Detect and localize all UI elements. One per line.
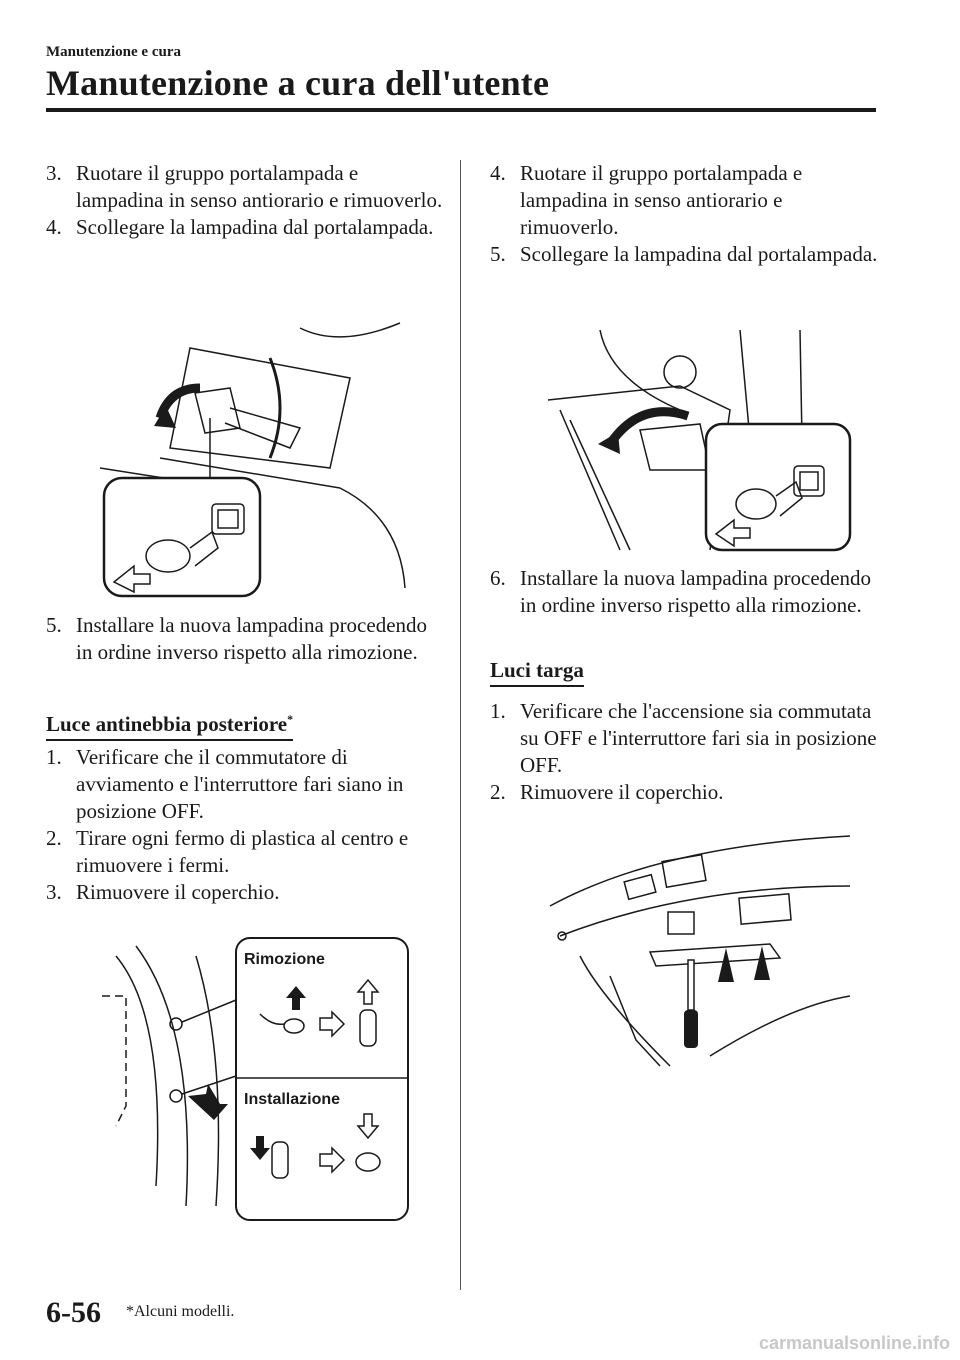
push-in-icon — [356, 1113, 380, 1140]
page-title: Manutenzione a cura dell'utente — [46, 63, 550, 103]
list-item: 4.Ruotare il gruppo portalampada e lampa… — [490, 161, 803, 239]
removal-label: Rimozione — [244, 951, 325, 968]
screwdriver-icon — [684, 1010, 698, 1048]
fog-steps: 1.Verificare che il commutatore di avvia… — [46, 744, 446, 906]
arrow-right-icon — [319, 1010, 346, 1038]
list-item: 6.Installare la nuova lampadina proceden… — [490, 566, 872, 617]
column-divider — [460, 160, 461, 1290]
list-item: 3.Ruotare il gruppo portalampada e lampa… — [46, 161, 443, 212]
plate-steps: 1.Verificare che l'accensione sia commut… — [490, 698, 880, 806]
list-item: 1.Verificare che il commutatore di avvia… — [46, 745, 404, 823]
list-item: 5.Scollegare la lampadina dal portalampa… — [490, 242, 878, 266]
license-plate-cover-figure — [549, 835, 851, 1067]
clip-removal-figure: Rimozione Installazione — [102, 937, 409, 1221]
list-item: 1.Verificare che l'accensione sia commut… — [490, 699, 877, 777]
page-number: 6-56 — [46, 1296, 101, 1329]
bulb-socket-figure-left — [100, 322, 406, 598]
list-item: 4.Scollegare la lampadina dal portalampa… — [46, 215, 434, 239]
list-item: 3.Rimuovere il coperchio. — [46, 880, 280, 904]
right-steps-a: 4.Ruotare il gruppo portalampada e lampa… — [490, 160, 880, 268]
watermark: carmanualsonline.info — [758, 1333, 950, 1353]
title-rule — [46, 108, 876, 112]
list-item: 2.Rimuovere il coperchio. — [490, 780, 724, 804]
arrow-up-icon — [718, 948, 734, 982]
list-item: 5.Installare la nuova lampadina proceden… — [46, 613, 428, 664]
arrow-up-icon — [754, 946, 770, 980]
pull-up-icon — [286, 986, 306, 1010]
section-name: Manutenzione e cura — [46, 44, 181, 60]
footnote: *Alcuni modelli. — [126, 1303, 235, 1320]
arrow-right-icon — [319, 1146, 346, 1174]
lift-out-icon — [356, 978, 380, 1005]
right-steps-b: 6.Installare la nuova lampadina proceden… — [490, 565, 880, 619]
fog-light-heading: Luce antinebbia posteriore* — [46, 706, 294, 741]
bulb-socket-figure-right — [547, 329, 852, 552]
left-steps-b: 5.Installare la nuova lampadina proceden… — [46, 612, 446, 666]
list-item: 2.Tirare ogni fermo di plastica al centr… — [46, 826, 409, 877]
press-down-icon — [250, 1136, 270, 1160]
left-steps-a: 3.Ruotare il gruppo portalampada e lampa… — [46, 160, 446, 241]
install-label: Installazione — [244, 1091, 340, 1108]
plate-light-heading: Luci targa — [490, 657, 584, 687]
